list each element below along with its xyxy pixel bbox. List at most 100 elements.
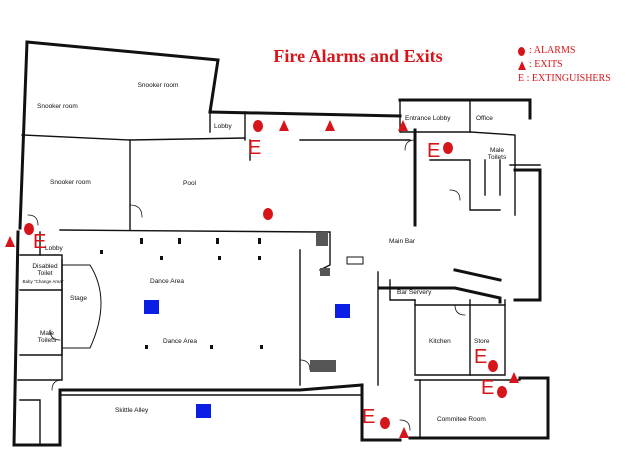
alarm-marker xyxy=(488,360,498,372)
room-label-disabled-toilet: Disabled Toilet xyxy=(32,263,58,277)
alarm-marker xyxy=(443,142,453,154)
door-kitchen xyxy=(454,304,466,316)
outer-wall-right xyxy=(513,168,542,302)
extinguisher-marker: E xyxy=(362,406,376,428)
room-label-snooker-2: Snooker room xyxy=(37,103,78,110)
column xyxy=(100,250,103,254)
alarm-marker xyxy=(263,208,273,220)
wall-entrance-lobby xyxy=(399,99,471,133)
exit-marker xyxy=(399,427,409,438)
wall-pool-bottom xyxy=(59,229,321,233)
room-label-bar-servery: Bar Servery xyxy=(397,289,432,296)
door-entrance xyxy=(404,139,416,151)
room-label-baby-change: Baby "Change Area" xyxy=(22,279,64,284)
extinguisher-marker: E xyxy=(474,346,488,368)
exit-marker xyxy=(325,120,335,131)
stairs-3 xyxy=(320,268,330,276)
door-lobby-left xyxy=(27,214,39,226)
room-label-dance-area-1: Dance Area xyxy=(150,278,184,285)
outer-wall-bottom-right xyxy=(408,376,550,440)
room-label-store: Store xyxy=(474,338,490,345)
legend: : ALARMS : EXITS E : EXTINGUISHERS xyxy=(518,44,611,86)
room-label-office: Office xyxy=(476,115,493,122)
room-label-main-bar: Main Bar xyxy=(389,238,416,245)
wall-pool-top xyxy=(129,137,246,141)
outer-wall-top-right xyxy=(398,98,532,120)
column xyxy=(160,256,163,260)
wall-toilet-cubicles xyxy=(429,159,501,211)
wall-store xyxy=(469,299,506,376)
wall-servery-2 xyxy=(389,279,416,301)
door-toilets-right xyxy=(449,189,461,201)
blue-marker xyxy=(335,304,350,318)
stairs-1 xyxy=(316,232,328,246)
door-stage xyxy=(51,379,63,391)
door-skittle xyxy=(299,359,311,371)
exit-legend-icon xyxy=(518,60,526,70)
room-label-entrance-lobby: Entrance Lobby xyxy=(405,115,451,122)
legend-exits: : EXITS xyxy=(518,58,611,72)
room-label-pool: Pool xyxy=(183,180,197,187)
legend-extinguishers-label: E : EXTINGUISHERS xyxy=(518,73,611,84)
room-label-male-toilets-left: Male Toilets xyxy=(37,330,57,344)
door-male-toilets xyxy=(49,329,61,341)
wall-toilets-right xyxy=(469,131,516,216)
door-committee xyxy=(399,419,411,431)
column xyxy=(216,238,219,244)
bar-counter-inner xyxy=(453,268,502,282)
legend-extinguishers: E : EXTINGUISHERS xyxy=(518,72,611,86)
room-label-kitchen: Kitchen xyxy=(429,338,451,345)
column xyxy=(258,256,261,260)
alarm-marker xyxy=(253,120,263,132)
extinguisher-marker: E xyxy=(427,140,441,162)
blue-marker xyxy=(196,404,211,418)
stage-outline xyxy=(61,264,102,349)
room-label-snooker-1: Snooker room xyxy=(137,82,179,89)
exit-marker xyxy=(279,120,289,131)
room-label-lobby-top: Lobby xyxy=(214,123,232,130)
exit-marker xyxy=(509,372,519,383)
blue-marker xyxy=(144,300,159,314)
wall-skittle-top xyxy=(59,389,361,396)
column xyxy=(218,256,221,260)
bar-counter xyxy=(378,286,502,304)
outer-wall-bottom-mid xyxy=(360,383,402,442)
extinguisher-marker: E xyxy=(33,231,47,253)
wall-committee xyxy=(414,379,421,439)
column xyxy=(260,345,263,349)
room-label-dance-area-2: Dance Area xyxy=(163,338,197,345)
column xyxy=(140,238,143,244)
room-label-snooker-3: Snooker room xyxy=(50,179,91,186)
alarm-marker xyxy=(497,386,507,398)
legend-alarms: : ALARMS xyxy=(518,44,611,58)
legend-alarms-label: : ALARMS xyxy=(529,45,576,56)
column xyxy=(210,345,213,349)
wall-bottom-toilets xyxy=(19,399,41,446)
exit-marker xyxy=(398,120,408,131)
room-label-lobby-left: Lobby xyxy=(45,245,63,252)
stairs-2 xyxy=(310,360,336,372)
column xyxy=(145,345,148,349)
outer-wall-top-left xyxy=(25,40,220,114)
alarm-marker xyxy=(380,417,390,429)
outer-wall-bottom-left xyxy=(12,383,364,447)
alarm-marker xyxy=(24,223,34,235)
column xyxy=(258,238,261,244)
outer-wall-top-mid xyxy=(208,110,402,118)
legend-exits-label: : EXITS xyxy=(529,59,563,70)
extinguisher-marker: E xyxy=(481,377,495,399)
door-pool xyxy=(129,204,143,218)
alarm-legend-icon xyxy=(518,46,525,56)
extinguisher-marker: E xyxy=(248,137,262,159)
room-label-skittle-alley: Skittle Alley xyxy=(115,407,149,414)
diagram-title: Fire Alarms and Exits xyxy=(273,46,443,66)
room-label-stage: Stage xyxy=(70,295,87,302)
wall-kitchen xyxy=(414,299,471,376)
column xyxy=(178,238,181,244)
outer-wall-left-lower xyxy=(12,230,20,447)
bar-window xyxy=(346,256,364,265)
room-label-committee-room: Commitee Room xyxy=(437,416,486,423)
exit-marker xyxy=(5,236,15,247)
room-label-male-toilets-right: Male Toilets xyxy=(487,147,507,161)
